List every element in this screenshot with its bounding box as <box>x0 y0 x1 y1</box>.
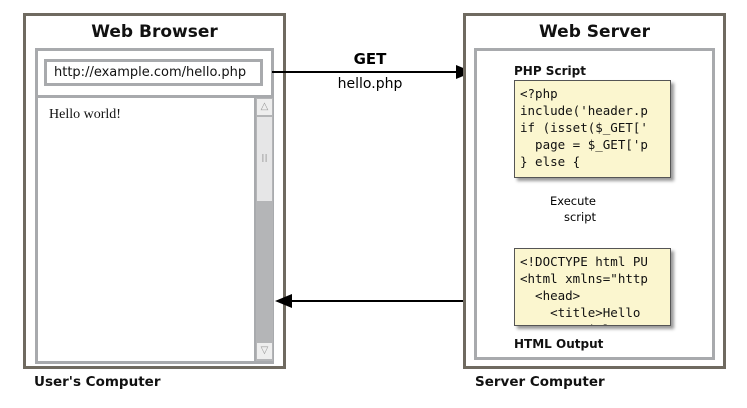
divider <box>38 95 271 98</box>
web-server-box: Web Server PHP Script <?php include('hea… <box>463 13 726 369</box>
scroll-up-icon[interactable]: △ <box>257 99 272 115</box>
server-computer-caption: Server Computer <box>475 374 605 390</box>
scroll-thumb[interactable]: II <box>257 117 272 201</box>
server-title: Web Server <box>539 22 650 42</box>
scroll-down-icon[interactable]: ▽ <box>257 343 272 359</box>
html-output-label: HTML Output <box>514 337 604 351</box>
php-script-label: PHP Script <box>514 64 586 78</box>
server-inner: PHP Script <?php include('header.p if (i… <box>474 48 715 360</box>
scrollbar[interactable]: △ II ▽ <box>254 98 273 361</box>
php-script-code: <?php include('header.p if (isset($_GET[… <box>514 80 671 178</box>
execute-script-label: Execute script <box>550 194 596 224</box>
request-resource: hello.php <box>337 76 403 92</box>
html-output-code: <!DOCTYPE html PU <html xmlns="http <hea… <box>514 248 671 326</box>
request-method: GET <box>353 50 387 68</box>
users-computer-caption: User's Computer <box>34 374 161 390</box>
web-browser-box: Web Browser http://example.com/hello.php… <box>23 13 286 369</box>
browser-title: Web Browser <box>91 22 218 42</box>
browser-window: http://example.com/hello.php Hello world… <box>35 48 274 364</box>
page-content: Hello world! <box>49 107 121 122</box>
url-field[interactable]: http://example.com/hello.php <box>44 59 263 86</box>
